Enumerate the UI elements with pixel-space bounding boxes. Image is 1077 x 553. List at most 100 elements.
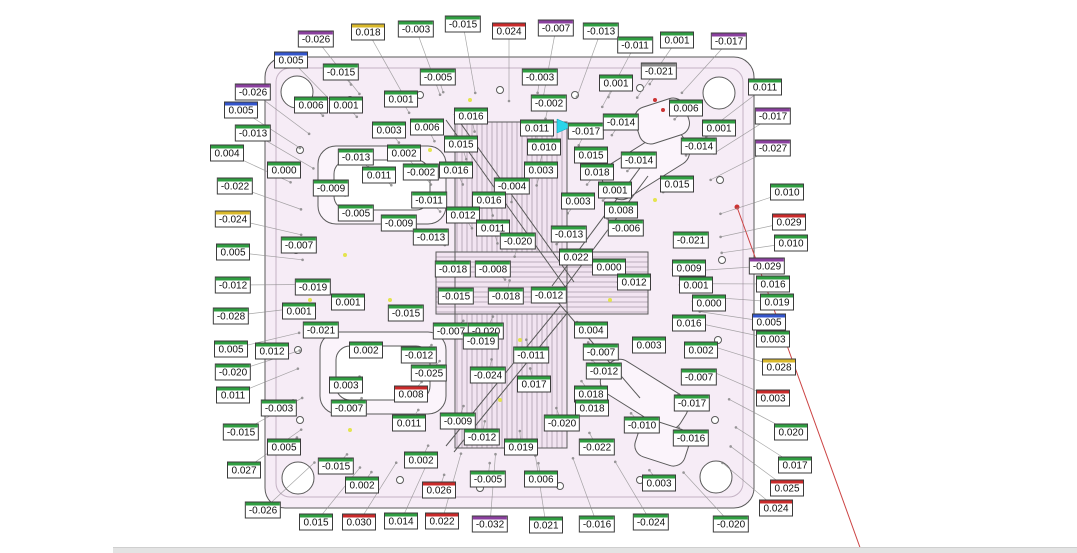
deviation-label[interactable]: 0.000 (692, 294, 726, 312)
deviation-label[interactable]: 0.030 (342, 513, 376, 531)
deviation-label[interactable]: 0.004 (210, 144, 244, 162)
deviation-label[interactable]: 0.005 (214, 340, 248, 358)
deviation-label[interactable]: -0.003 (521, 68, 559, 86)
deviation-label[interactable]: -0.007 (280, 236, 318, 254)
deviation-label[interactable]: -0.021 (672, 231, 710, 249)
deviation-label[interactable]: 0.014 (384, 512, 418, 530)
deviation-label[interactable]: 0.005 (216, 243, 250, 261)
deviation-label[interactable]: 0.001 (599, 74, 633, 92)
deviation-label[interactable]: 0.012 (617, 273, 651, 291)
deviation-label[interactable]: 0.005 (752, 313, 786, 331)
deviation-label[interactable]: 0.015 (299, 513, 333, 531)
deviation-label[interactable]: 0.011 (476, 219, 510, 237)
deviation-label[interactable]: 0.010 (527, 138, 561, 156)
deviation-label[interactable]: 0.024 (492, 22, 526, 40)
deviation-label[interactable]: 0.004 (574, 321, 608, 339)
deviation-label[interactable]: 0.015 (574, 146, 608, 164)
deviation-label[interactable]: 0.016 (439, 161, 473, 179)
deviation-label[interactable]: -0.014 (680, 137, 718, 155)
deviation-label[interactable]: 0.001 (679, 276, 713, 294)
deviation-label[interactable]: 0.000 (592, 258, 626, 276)
deviation-label[interactable]: 0.001 (660, 31, 694, 49)
deviation-label[interactable]: 0.011 (392, 414, 426, 432)
deviation-label[interactable]: -0.007 (680, 368, 718, 386)
deviation-label[interactable]: -0.018 (487, 287, 525, 305)
deviation-label[interactable]: -0.007 (432, 322, 470, 340)
deviation-label[interactable]: -0.020 (499, 232, 537, 250)
deviation-label[interactable]: -0.002 (402, 163, 440, 181)
deviation-label[interactable]: 0.005 (224, 101, 258, 119)
deviation-label[interactable]: -0.012 (530, 286, 568, 304)
deviation-label[interactable]: -0.014 (602, 113, 640, 131)
deviation-label[interactable]: 0.021 (529, 516, 563, 534)
deviation-label[interactable]: 0.016 (756, 275, 790, 293)
deviation-label[interactable]: 0.011 (216, 386, 250, 404)
deviation-label[interactable]: 0.029 (772, 213, 806, 231)
deviation-label[interactable]: -0.003 (260, 399, 298, 417)
deviation-label[interactable]: -0.026 (297, 30, 335, 48)
deviation-label[interactable]: -0.012 (463, 428, 501, 446)
deviation-label[interactable]: -0.007 (330, 399, 368, 417)
deviation-label[interactable]: -0.016 (578, 515, 616, 533)
deviation-label[interactable]: 0.003 (642, 474, 676, 492)
deviation-label[interactable]: 0.006 (294, 96, 328, 114)
deviation-label[interactable]: 0.020 (774, 423, 808, 441)
deviation-label[interactable]: 0.009 (672, 259, 706, 277)
deviation-label[interactable]: -0.011 (411, 191, 447, 209)
deviation-label[interactable]: -0.013 (550, 225, 588, 243)
deviation-label[interactable]: 0.002 (387, 144, 421, 162)
deviation-label[interactable]: 0.015 (444, 135, 478, 153)
deviation-label[interactable]: 0.010 (774, 234, 808, 252)
deviation-label[interactable]: 0.024 (759, 499, 793, 517)
deviation-label[interactable]: -0.015 (317, 457, 355, 475)
deviation-label[interactable]: -0.022 (578, 438, 616, 456)
deviation-label[interactable]: -0.003 (397, 20, 435, 38)
deviation-label[interactable]: 0.002 (684, 341, 718, 359)
deviation-label[interactable]: 0.027 (227, 461, 261, 479)
deviation-label[interactable]: 0.010 (770, 183, 804, 201)
deviation-label[interactable]: 0.003 (372, 121, 406, 139)
deviation-label[interactable]: -0.022 (216, 177, 254, 195)
deviation-label[interactable]: -0.007 (537, 19, 575, 37)
deviation-label[interactable]: -0.032 (471, 515, 509, 533)
deviation-label[interactable]: -0.021 (640, 62, 678, 80)
deviation-label[interactable]: -0.019 (462, 332, 500, 350)
deviation-label[interactable]: 0.018 (580, 163, 614, 181)
deviation-label[interactable]: -0.029 (748, 257, 786, 275)
deviation-label[interactable]: -0.024 (632, 513, 670, 531)
deviation-label[interactable]: 0.018 (575, 399, 609, 417)
deviation-label[interactable]: -0.026 (244, 501, 282, 519)
deviation-label[interactable]: -0.013 (412, 228, 450, 246)
deviation-label[interactable]: -0.026 (234, 83, 272, 101)
deviation-label[interactable]: -0.027 (754, 139, 792, 157)
deviation-label[interactable]: -0.012 (214, 276, 252, 294)
deviation-label[interactable]: -0.011 (513, 346, 549, 364)
deviation-label[interactable]: 0.018 (351, 23, 385, 41)
deviation-label[interactable]: -0.004 (493, 177, 531, 195)
deviation-label[interactable]: 0.019 (504, 438, 538, 456)
deviation-label[interactable]: -0.002 (530, 94, 568, 112)
deviation-label[interactable]: 0.001 (331, 293, 365, 311)
deviation-label[interactable]: 0.019 (760, 293, 794, 311)
deviation-label[interactable]: 0.005 (274, 51, 308, 69)
deviation-label[interactable]: -0.011 (617, 36, 653, 54)
deviation-label[interactable]: -0.015 (387, 304, 425, 322)
deviation-label[interactable]: 0.005 (267, 438, 301, 456)
deviation-label[interactable]: 0.015 (660, 175, 694, 193)
deviation-label[interactable]: 0.017 (778, 456, 812, 474)
deviation-label[interactable]: 0.003 (329, 376, 363, 394)
deviation-label[interactable]: -0.015 (222, 423, 260, 441)
deviation-label[interactable]: 0.001 (329, 96, 363, 114)
deviation-label[interactable]: 0.006 (410, 118, 444, 136)
deviation-label[interactable]: -0.028 (212, 307, 250, 325)
deviation-label[interactable]: -0.007 (582, 343, 620, 361)
deviation-label[interactable]: -0.013 (234, 124, 272, 142)
deviation-label[interactable]: 0.000 (267, 161, 301, 179)
deviation-label[interactable]: 0.012 (446, 206, 480, 224)
deviation-label[interactable]: 0.016 (472, 191, 506, 209)
deviation-label[interactable]: -0.021 (302, 321, 340, 339)
deviation-label[interactable]: -0.020 (712, 515, 750, 533)
deviation-label[interactable]: -0.016 (672, 429, 710, 447)
deviation-label[interactable]: 0.002 (349, 341, 383, 359)
deviation-label[interactable]: 0.003 (756, 330, 790, 348)
